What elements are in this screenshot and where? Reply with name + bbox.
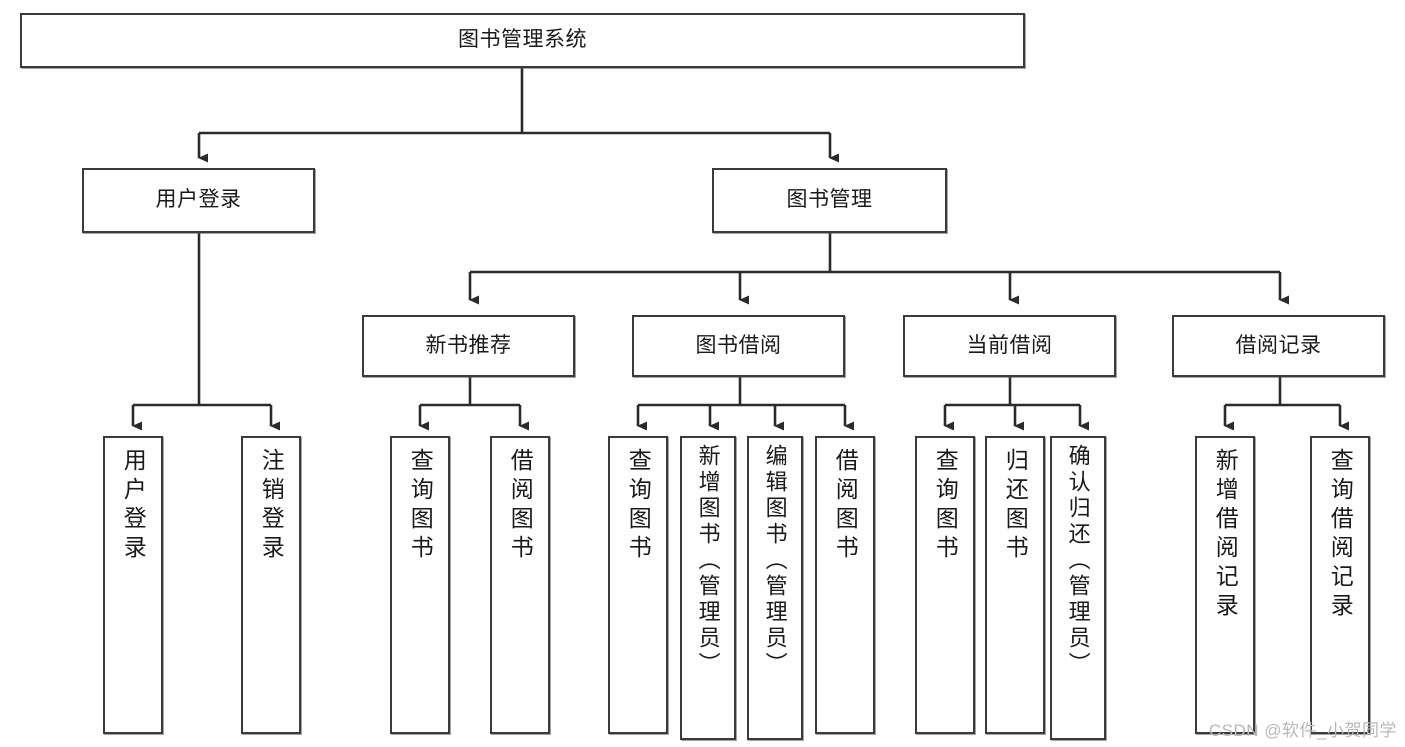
node-current-borrow[interactable]: 当前借阅 — [903, 315, 1116, 377]
node-label: 图书管理 — [786, 188, 873, 212]
node-label: 新增借阅记录 — [1212, 448, 1239, 622]
node-book-borrow[interactable]: 图书借阅 — [632, 315, 845, 377]
leaf-borrow-borrow-book[interactable]: 借阅图书 — [815, 436, 875, 734]
leaf-current-confirm-return-admin[interactable]: 确认归还（管理员） — [1050, 436, 1106, 740]
node-book-management[interactable]: 图书管理 — [712, 168, 947, 233]
node-label: 图书管理系统 — [458, 28, 587, 52]
node-label: 新增图书（管理员） — [695, 444, 721, 678]
node-new-book-recommend[interactable]: 新书推荐 — [362, 315, 575, 377]
leaf-current-return-book[interactable]: 归还图书 — [985, 436, 1045, 734]
node-label: 确认归还（管理员） — [1065, 444, 1091, 678]
node-label: 当前借阅 — [966, 333, 1053, 357]
leaf-borrow-add-book-admin[interactable]: 新增图书（管理员） — [680, 436, 736, 740]
node-label: 用户登录 — [155, 188, 242, 212]
node-user-login[interactable]: 用户登录 — [82, 168, 315, 233]
leaf-recommend-query-book[interactable]: 查询图书 — [390, 436, 450, 734]
node-label: 用户登录 — [120, 448, 147, 564]
node-label: 注销登录 — [258, 448, 285, 564]
node-label: 查询图书 — [407, 448, 434, 564]
node-label: 借阅图书 — [832, 448, 859, 564]
leaf-borrow-query-book[interactable]: 查询图书 — [608, 436, 668, 734]
node-label: 图书借阅 — [695, 333, 782, 357]
leaf-current-query-book[interactable]: 查询图书 — [915, 436, 975, 734]
leaf-user-logout[interactable]: 注销登录 — [241, 436, 301, 734]
node-root-system[interactable]: 图书管理系统 — [20, 13, 1025, 68]
node-label: 归还图书 — [1002, 448, 1029, 564]
node-borrow-record[interactable]: 借阅记录 — [1172, 315, 1385, 377]
leaf-borrow-edit-book-admin[interactable]: 编辑图书（管理员） — [747, 436, 803, 740]
node-label: 编辑图书（管理员） — [762, 444, 788, 678]
leaf-user-login[interactable]: 用户登录 — [103, 436, 163, 734]
node-label: 查询借阅记录 — [1327, 448, 1354, 622]
leaf-recommend-borrow-book[interactable]: 借阅图书 — [490, 436, 550, 734]
node-label: 查询图书 — [625, 448, 652, 564]
node-label: 借阅图书 — [507, 448, 534, 564]
node-label: 查询图书 — [932, 448, 959, 564]
node-label: 借阅记录 — [1235, 333, 1322, 357]
watermark-text: CSDN @软件_小贺同学 — [1208, 721, 1397, 740]
leaf-record-query-borrow-record[interactable]: 查询借阅记录 — [1310, 436, 1370, 734]
leaf-record-add-borrow-record[interactable]: 新增借阅记录 — [1195, 436, 1255, 734]
node-label: 新书推荐 — [425, 333, 512, 357]
